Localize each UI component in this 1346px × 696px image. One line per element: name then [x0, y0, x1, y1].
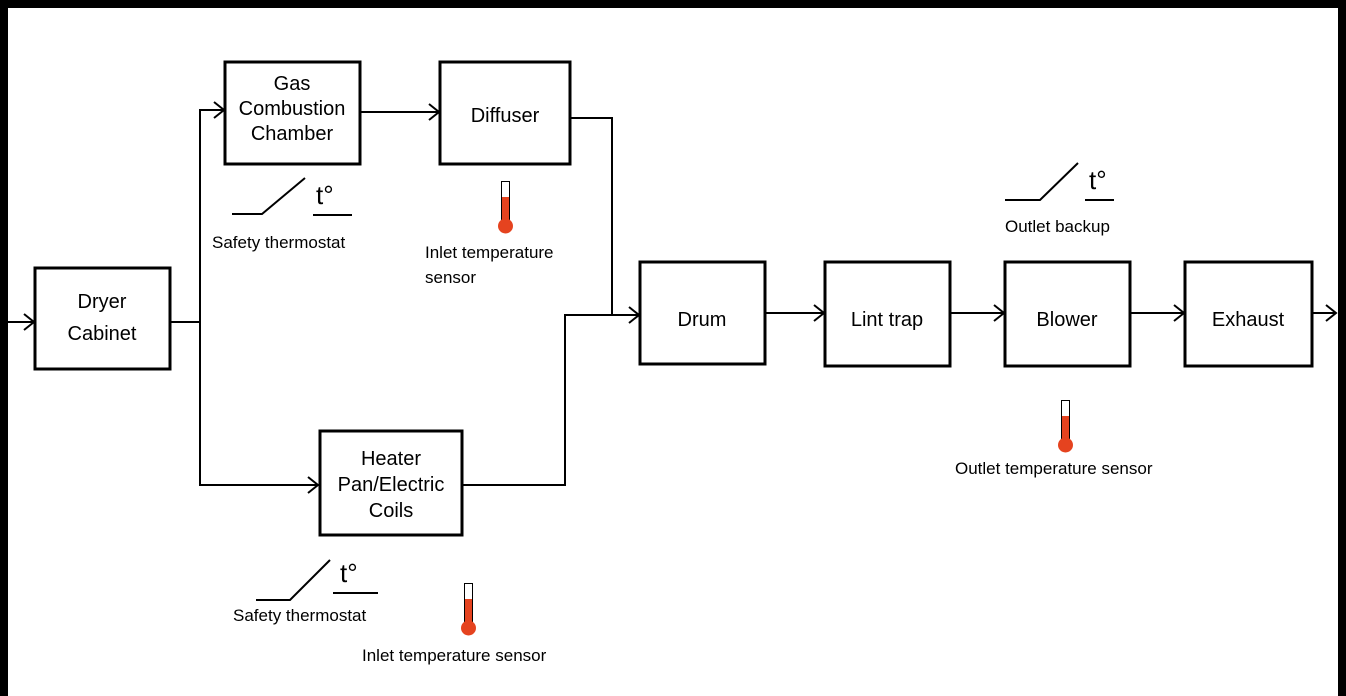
box-gas-combustion-chamber: Gas Combustion Chamber	[223, 60, 362, 166]
thermometer-fill	[1062, 416, 1069, 442]
thermometer-fill	[465, 599, 472, 625]
sensor-label: Inlet temperature	[425, 243, 554, 262]
box-label: Heater	[361, 448, 421, 470]
box-label: Lint trap	[851, 309, 923, 331]
thermostat-switch-icon	[1005, 162, 1079, 201]
box-lint-trap: Lint trap	[823, 260, 952, 368]
arrow-right-icon	[307, 476, 320, 494]
box-heater-frame	[318, 429, 464, 537]
thermometer-bulb	[461, 620, 476, 636]
outlet-backup-thermostat: t° Outlet backup	[1005, 162, 1114, 236]
box-exhaust: Exhaust	[1183, 260, 1314, 368]
frame-right	[1338, 0, 1346, 696]
box-gas-combustion-chamber-frame	[223, 60, 362, 166]
box-heater: Heater Pan/Electric Coils	[318, 429, 464, 537]
box-diffuser: Diffuser	[438, 60, 572, 166]
thermometer-icon	[461, 583, 476, 636]
box-label: Exhaust	[1212, 309, 1285, 331]
box-label: Cabinet	[68, 323, 137, 345]
box-label: Blower	[1036, 309, 1097, 331]
thermostat-label: Outlet backup	[1005, 217, 1110, 236]
box-blower: Blower	[1003, 260, 1132, 368]
thermostat-label: Safety thermostat	[212, 233, 346, 252]
sensor-label: Inlet temperature sensor	[362, 646, 547, 665]
box-label: Coils	[369, 500, 413, 522]
box-exhaust-frame	[1183, 260, 1314, 368]
box-dryer-cabinet-frame	[33, 266, 172, 371]
thermostat-symbol: t°	[340, 558, 358, 588]
box-label: Drum	[678, 309, 727, 331]
sensor-label: sensor	[425, 268, 476, 287]
thermostat-switch-icon	[256, 559, 331, 601]
box-label: Gas	[274, 73, 311, 95]
sensor-label: Outlet temperature sensor	[955, 459, 1153, 478]
thermometer-icon	[1058, 400, 1073, 453]
box-diffuser-frame	[438, 60, 572, 166]
thermometer-fill	[502, 197, 509, 223]
thermometer-icon	[498, 181, 513, 234]
box-blower-frame	[1003, 260, 1132, 368]
outlet-temperature-sensor: Outlet temperature sensor	[955, 400, 1153, 478]
box-label: Combustion	[239, 98, 346, 120]
connector-diffuser-to-drum	[570, 117, 613, 315]
box-lint-trap-frame	[823, 260, 952, 368]
inlet-temperature-sensor-heater: Inlet temperature sensor	[362, 583, 547, 665]
frame-left	[0, 0, 8, 696]
box-dryer-cabinet: Dryer Cabinet	[33, 266, 172, 371]
thermostat-label: Safety thermostat	[233, 606, 367, 625]
safety-thermostat-heater: t° Safety thermostat	[233, 558, 378, 625]
box-label: Diffuser	[471, 105, 540, 127]
box-label: Chamber	[251, 123, 334, 145]
thermostat-symbol: t°	[316, 180, 334, 210]
box-label: Dryer	[78, 291, 127, 313]
frame-top	[0, 0, 1346, 8]
thermostat-switch-icon	[232, 177, 306, 215]
box-drum: Drum	[638, 260, 767, 366]
connector-heater-to-drum	[462, 314, 639, 486]
thermometer-bulb	[1058, 437, 1073, 453]
thermometer-bulb	[498, 218, 513, 234]
box-drum-frame	[638, 260, 767, 366]
safety-thermostat-gas: t° Safety thermostat	[212, 177, 352, 252]
box-label: Pan/Electric	[338, 474, 445, 496]
inlet-temperature-sensor-diffuser: Inlet temperature sensor	[425, 181, 554, 287]
thermostat-symbol: t°	[1089, 165, 1107, 195]
arrow-right-icon	[1325, 304, 1338, 322]
